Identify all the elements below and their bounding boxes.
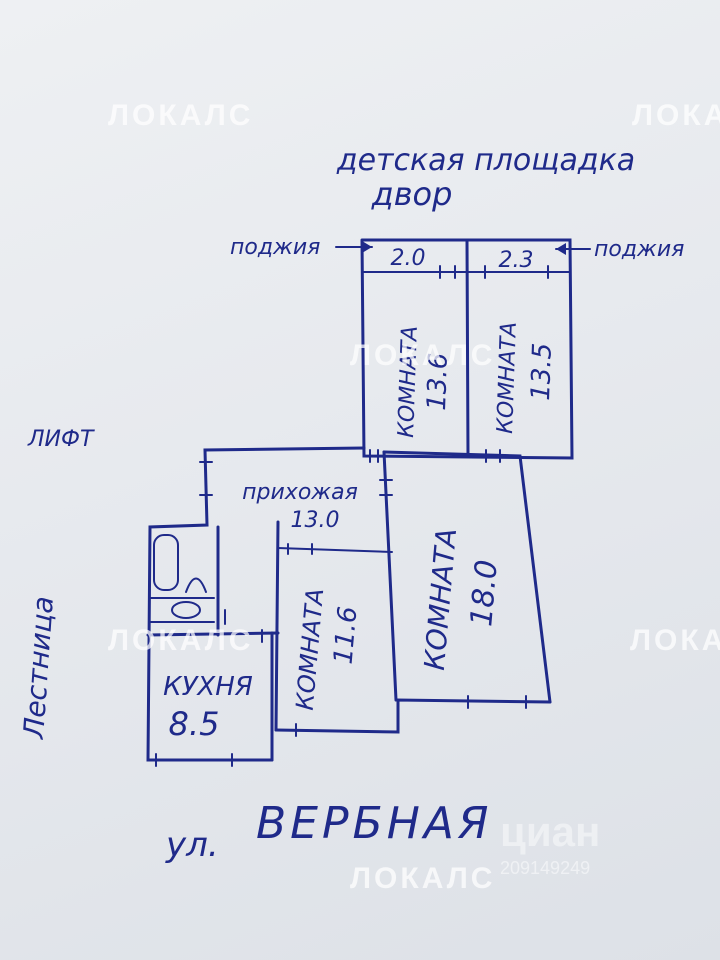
watermark-brand: ЛОКАЛС <box>350 339 495 372</box>
loggia-right-label: поджия <box>594 237 684 262</box>
kitchen-label: КУХНЯ <box>163 672 253 702</box>
room-13-6-label: КОМНАТА <box>394 325 423 438</box>
street-name: ВЕРБНАЯ <box>256 798 492 849</box>
loggia-left-size: 2.0 <box>391 246 426 271</box>
room-11-6-left-wall <box>274 520 280 732</box>
arrowhead-right-icon <box>362 241 372 253</box>
street-prefix: ул. <box>165 825 219 865</box>
loggia-left-label: поджия <box>230 235 320 260</box>
labels: детская площадка двор поджия поджия 2.0 … <box>17 143 684 865</box>
watermark-brand: ЛОКАЛС <box>630 624 720 657</box>
watermark-brand: ЛОКАЛС <box>350 862 495 895</box>
room-18-0-area: 18.0 <box>464 558 505 628</box>
sink-icon <box>171 601 201 619</box>
watermark-listing-id: 209149249 <box>500 858 590 878</box>
room-13-5-area: 13.5 <box>526 342 558 401</box>
door-marks <box>155 265 549 767</box>
sink-counter-icon <box>149 597 215 623</box>
loggia-arrows <box>335 241 591 255</box>
room-11-6-top-wall <box>277 547 393 553</box>
watermark-cian-logo: циан <box>500 808 600 855</box>
kitchen-area: 8.5 <box>169 705 220 743</box>
lift-label: ЛИФТ <box>27 427 95 452</box>
kitchen-top-wall <box>146 631 280 637</box>
playground-label: детская площадка <box>336 143 635 178</box>
room-11-6-bottom-wall <box>274 698 552 734</box>
stairs-label: Лестница <box>17 595 60 741</box>
arrowhead-left-icon <box>556 243 566 255</box>
room-13-5-label: КОМНАТА <box>493 321 522 434</box>
loggia-right-size: 2.3 <box>499 248 534 273</box>
room-11-6-area: 11.6 <box>329 605 364 665</box>
walls <box>146 238 574 762</box>
room-18-0-left-wall <box>382 450 398 702</box>
watermark-brand: ЛОКАЛС <box>632 99 720 132</box>
hallway-label: прихожая <box>242 480 358 505</box>
bathtub-icon <box>153 534 179 591</box>
bathroom-fixtures <box>149 534 215 623</box>
upper-rooms-divider <box>465 238 470 458</box>
toilet-icon <box>185 577 207 593</box>
hallway-outline <box>146 446 366 762</box>
room-13-6-area: 13.6 <box>422 352 454 411</box>
room-18-0-label: КОМНАТА <box>418 527 463 672</box>
watermarks: ЛОКАЛС ЛОКАЛС ЛОКАЛС ЛОКАЛС ЛОКАЛС ЛОКАЛ… <box>108 99 720 895</box>
upper-block-outline <box>360 238 574 460</box>
watermark-brand: ЛОКАЛС <box>108 99 253 132</box>
watermark-brand: ЛОКАЛС <box>108 624 253 657</box>
room-18-0-outline <box>382 450 552 704</box>
room-11-6-label: КОМНАТА <box>291 587 330 711</box>
hallway-area: 13.0 <box>291 508 340 533</box>
yard-label: двор <box>371 175 453 213</box>
